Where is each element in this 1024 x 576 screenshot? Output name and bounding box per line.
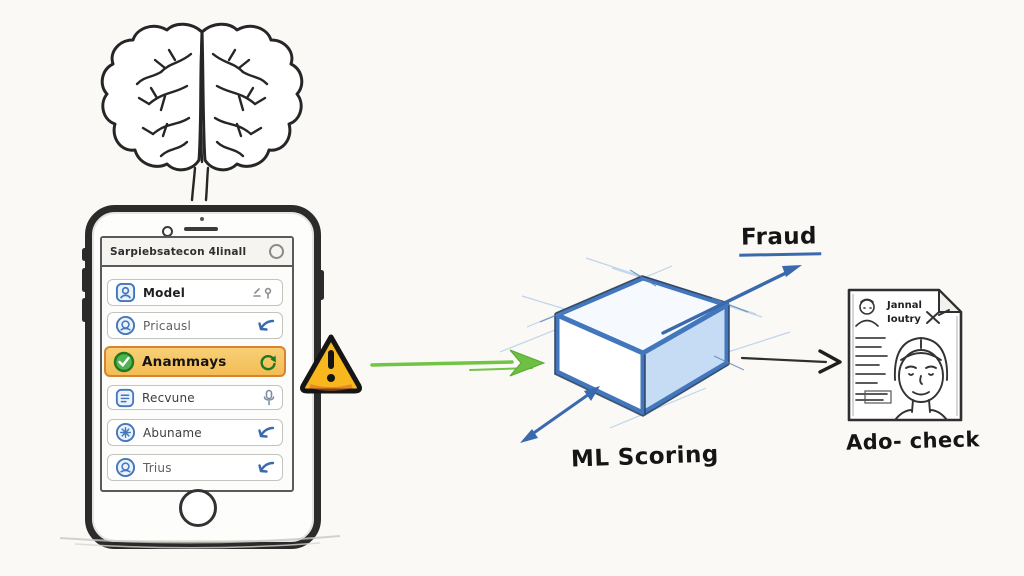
app-header-title: Sarpiebsatecon 4linall <box>110 245 247 258</box>
ml-scoring-label: ML Scoring <box>570 441 720 473</box>
check-circle-icon <box>113 351 135 372</box>
phone-mute-switch[interactable] <box>82 248 87 261</box>
brain-icon <box>100 22 304 202</box>
refresh-icon[interactable] <box>259 353 277 371</box>
ml-model-cube <box>499 257 842 443</box>
smartphone-frame: Sarpiebsatecon 4linall Model <box>82 205 324 549</box>
list-item-anammays-selected[interactable]: Anammays <box>104 346 286 377</box>
list-item-label: Trius <box>143 460 172 475</box>
phone-volume-up-button[interactable] <box>82 268 87 292</box>
list-item-label: Pricausl <box>143 318 192 333</box>
list-item-abuname[interactable]: Abuname <box>107 419 283 446</box>
sync-arrow-icon[interactable] <box>257 318 275 333</box>
phone-volume-down-button[interactable] <box>82 298 87 322</box>
header-circle-icon[interactable] <box>269 244 284 259</box>
list-item-pricausl[interactable]: Pricausl <box>107 312 283 339</box>
list-item-trius[interactable]: Trius <box>107 454 283 481</box>
pencil-x-mark-icon <box>926 309 950 324</box>
phone-power-button[interactable] <box>319 270 324 300</box>
circle-user-icon <box>115 457 136 478</box>
person-card-icon <box>115 282 136 303</box>
id-card-name-line2: Ioutry <box>887 314 921 325</box>
home-button[interactable] <box>179 489 217 527</box>
ado-check-label: Ado- check <box>845 427 981 455</box>
list-item-label: Anammays <box>142 353 227 370</box>
app-header-bar: Sarpiebsatecon 4linall <box>102 238 292 267</box>
warning-triangle-icon <box>300 334 362 394</box>
earpiece-speaker <box>184 227 218 231</box>
circle-user-icon <box>115 422 136 443</box>
id-card-name-line1: Jannal <box>886 300 922 311</box>
circle-user-icon <box>115 315 136 336</box>
meta-glyphs-icon <box>253 287 272 299</box>
sync-arrow-icon[interactable] <box>257 460 275 475</box>
list-item-model[interactable]: Model <box>107 279 283 306</box>
list-item-label: Model <box>143 285 186 300</box>
list-item-label: Abuname <box>143 425 202 440</box>
fraud-label: Fraud <box>738 223 822 257</box>
phone-shadow <box>59 535 341 549</box>
phone-screen: Sarpiebsatecon 4linall Model <box>100 236 294 492</box>
green-flow-arrow <box>370 349 546 377</box>
list-item-label: Recvune <box>142 390 195 405</box>
square-doc-icon <box>115 388 135 407</box>
identity-document-icon: Jannal Ioutry <box>847 288 963 422</box>
list-item-recvune[interactable]: Recvune <box>107 385 283 410</box>
sync-arrow-icon[interactable] <box>257 425 275 440</box>
mic-glyph-icon <box>263 389 275 406</box>
proximity-sensor-dot <box>200 217 204 221</box>
